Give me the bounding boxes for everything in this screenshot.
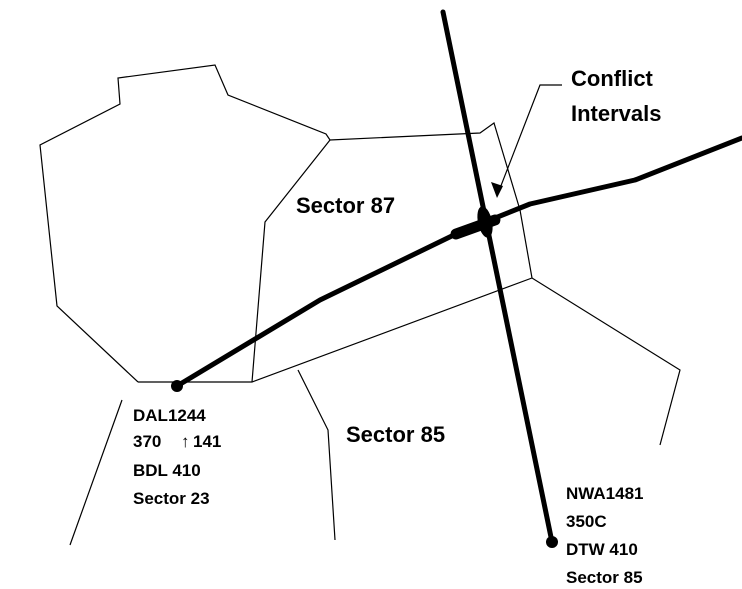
nwa1481-callsign: NWA1481 bbox=[566, 484, 643, 503]
nwa1481-sector: Sector 85 bbox=[566, 568, 643, 587]
conflict-leader-line bbox=[496, 84, 562, 197]
dal1244-callsign: DAL1244 bbox=[133, 406, 206, 425]
sector-south-boundary bbox=[138, 277, 681, 446]
dal1244-sector: Sector 23 bbox=[133, 489, 210, 508]
sector-85-label: Sector 85 bbox=[346, 422, 445, 447]
nwa1481-position-dot bbox=[546, 536, 558, 548]
routes bbox=[174, 9, 742, 545]
sector-boundaries bbox=[39, 64, 681, 546]
nwa1481-data-block: NWA1481 350C DTW 410 Sector 85 bbox=[566, 484, 643, 587]
nwa1481-route bbox=[440, 9, 555, 545]
nwa1481-altitude: 350C bbox=[566, 512, 607, 531]
conflict-label-line1: Conflict bbox=[571, 66, 654, 91]
sector85-west-boundary bbox=[297, 369, 336, 541]
climb-arrow-icon: ↑ bbox=[181, 432, 190, 451]
conflict-label-line2: Intervals bbox=[571, 101, 662, 126]
sector87-west-boundary bbox=[251, 139, 331, 383]
outer-boundary bbox=[39, 64, 533, 383]
dal1244-target-altitude: 141 bbox=[193, 432, 221, 451]
dal1244-altitude: 370 bbox=[133, 432, 161, 451]
nwa1481-route: DTW 410 bbox=[566, 540, 638, 559]
conflict-intersection-mark bbox=[477, 206, 493, 238]
sector-87-label: Sector 87 bbox=[296, 193, 395, 218]
sector23-boundary-left bbox=[69, 399, 123, 546]
dal1244-data-block: DAL1244 370 ↑ 141 BDL 410 Sector 23 bbox=[133, 406, 221, 508]
dal1244-position-dot bbox=[171, 380, 183, 392]
dal1244-route: BDL 410 bbox=[133, 461, 201, 480]
conflict-leader-arrowhead bbox=[491, 182, 503, 198]
